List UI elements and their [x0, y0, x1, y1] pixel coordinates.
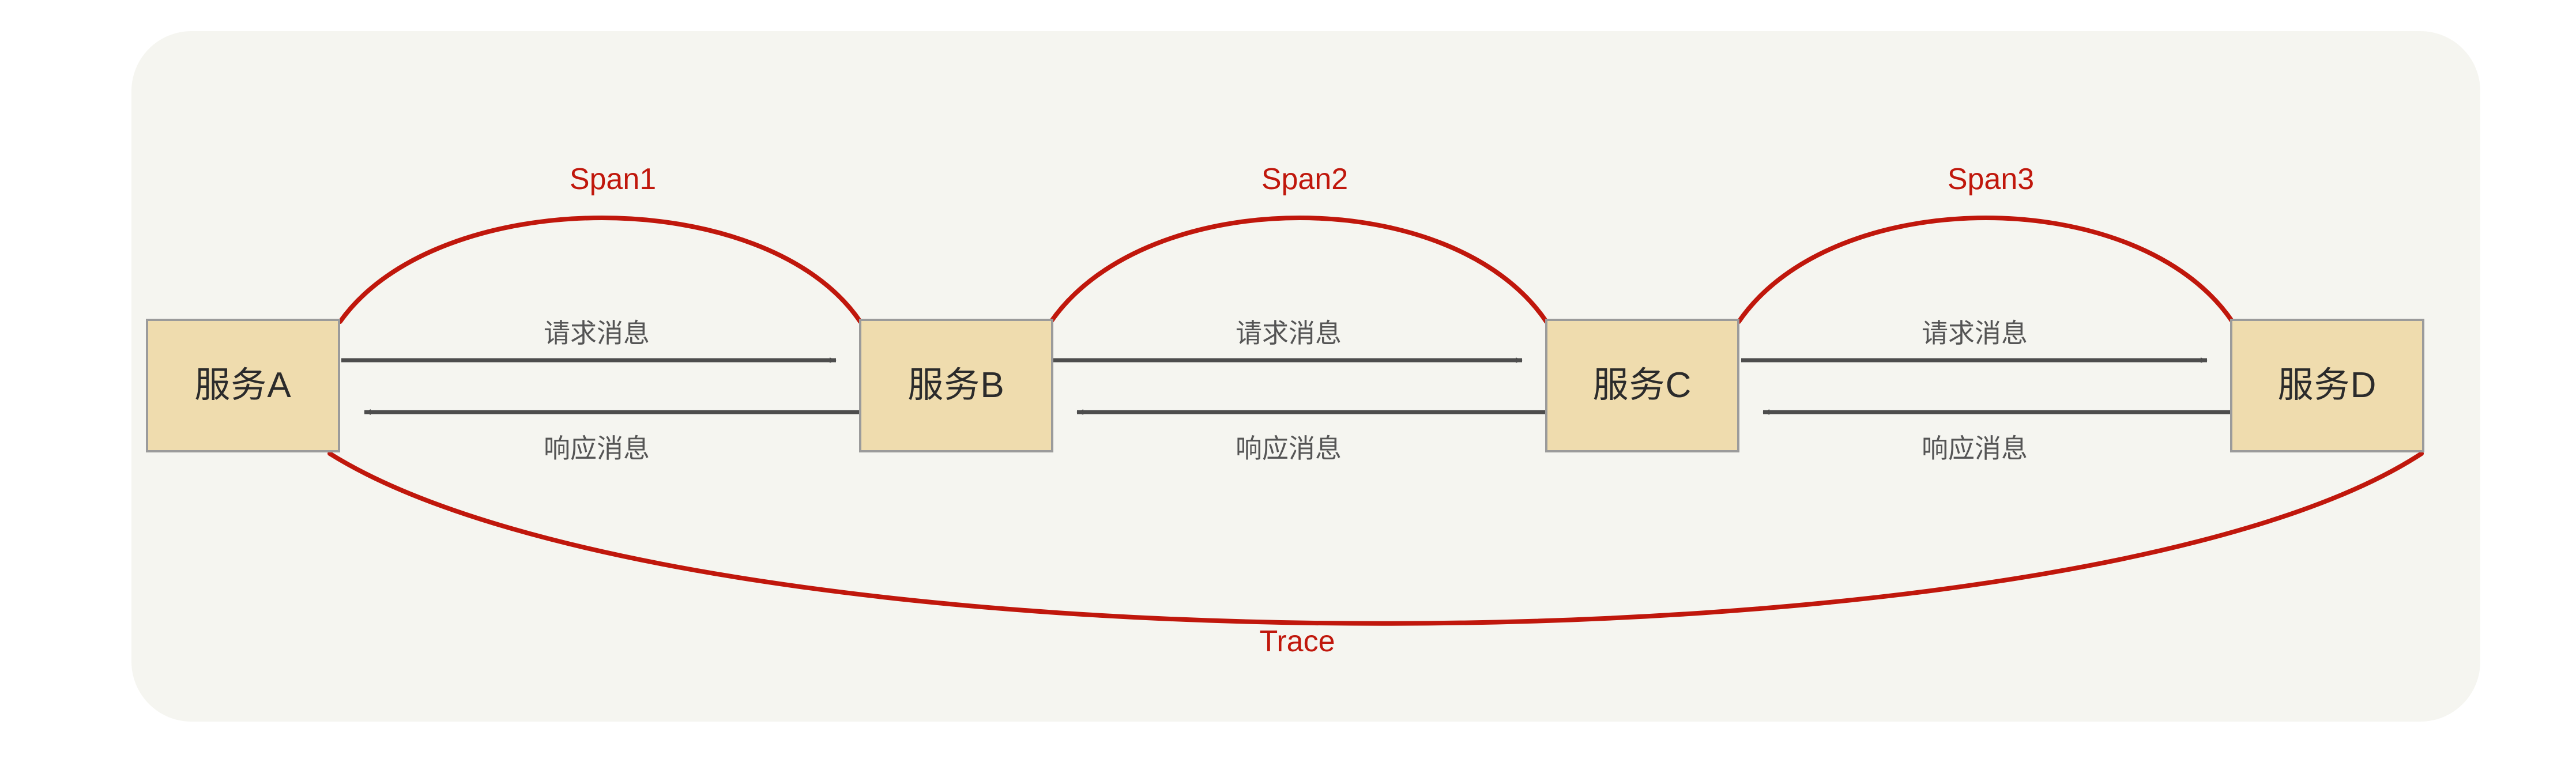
trace-label: Trace	[1259, 625, 1335, 658]
response-label-b-to-a: 响应消息	[544, 433, 650, 463]
trace-arc-group	[327, 451, 2424, 626]
service-box-c[interactable]: 服务C	[1545, 319, 1739, 452]
service-label-a: 服务A	[194, 365, 292, 405]
response-label-d-to-c: 响应消息	[1922, 433, 2028, 463]
span-label-3: Span3	[1947, 163, 2035, 196]
span-label-1: Span1	[569, 163, 657, 196]
span-arc-1	[338, 216, 863, 324]
request-label-b-to-c: 请求消息	[1236, 318, 1342, 348]
service-label-d: 服务D	[2277, 365, 2377, 405]
span-arc-2	[1049, 216, 1549, 324]
response-label-c-to-b: 响应消息	[1236, 433, 1342, 463]
service-box-d[interactable]: 服务D	[2230, 319, 2424, 452]
service-label-b: 服务B	[907, 365, 1005, 405]
trace-arc	[327, 451, 2424, 626]
request-label-a-to-b: 请求消息	[544, 318, 650, 348]
diagram-canvas-panel	[131, 31, 2480, 722]
request-label-c-to-d: 请求消息	[1922, 318, 2028, 348]
span-arcs	[338, 216, 2235, 324]
service-box-a[interactable]: 服务A	[146, 319, 340, 452]
span-label-2: Span2	[1261, 163, 1349, 196]
span-arc-3	[1737, 216, 2235, 324]
service-label-c: 服务C	[1592, 365, 1692, 405]
service-box-b[interactable]: 服务B	[859, 319, 1053, 452]
